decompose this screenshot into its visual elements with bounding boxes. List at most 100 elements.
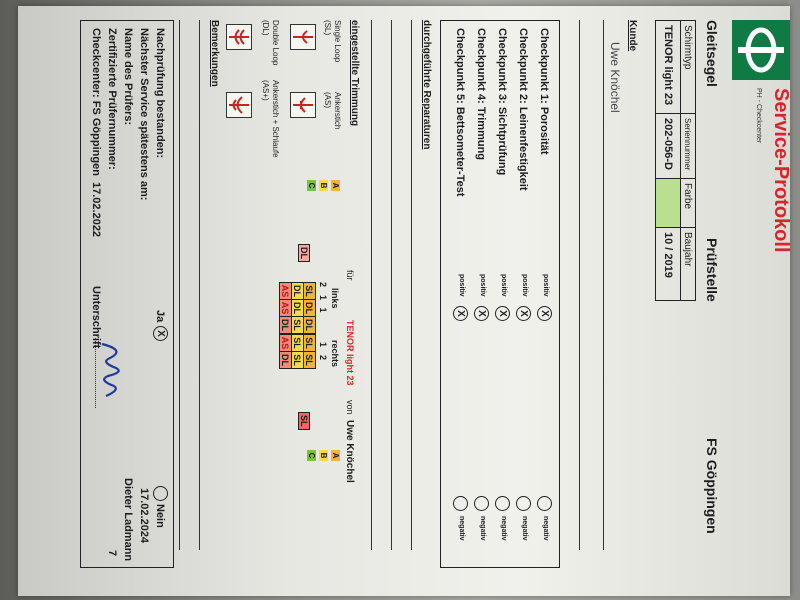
trimming-cell: SL bbox=[291, 351, 304, 369]
heading-gleitsegel: Gleitsegel bbox=[704, 20, 720, 87]
checkpoint-2-negativ-radio[interactable] bbox=[516, 496, 531, 511]
rechts-label: rechts bbox=[330, 340, 340, 368]
checkpoint-1-negativ-radio[interactable] bbox=[537, 496, 552, 511]
checkpoint-4-positiv-radio[interactable]: X bbox=[474, 306, 489, 321]
checkpoint-1-positiv-radio[interactable]: X bbox=[537, 306, 552, 321]
naechster-value: 17.02.2024 bbox=[138, 488, 150, 544]
trimming-cell: SL bbox=[291, 316, 304, 334]
heading-pruefstelle: Prüfstelle bbox=[704, 238, 720, 302]
trimming-label: eingestellte Trimmung bbox=[349, 20, 360, 127]
trimming-cell: DL bbox=[279, 351, 292, 369]
trimming-cell: AS bbox=[279, 299, 292, 317]
col-label-seriennummer: Seriennummer bbox=[680, 113, 696, 179]
bemerkungen-label: Bemerkungen bbox=[209, 20, 220, 87]
heading-fs-goeppingen: FS Göppingen bbox=[704, 438, 720, 534]
bemerkungen-line-2 bbox=[179, 20, 180, 550]
nein-checkbox[interactable] bbox=[153, 486, 168, 501]
trimming-glider: TENOR light 23 bbox=[345, 320, 355, 386]
links-label: links bbox=[330, 288, 340, 309]
nein-label: Nein bbox=[154, 504, 166, 528]
grade-b-left: B bbox=[319, 180, 328, 191]
value-schirmtyp: TENOR light 23 bbox=[655, 20, 681, 114]
checkpoint-1-negativ: negativ bbox=[542, 516, 549, 541]
col-label-baujahr: Baujahr bbox=[680, 227, 696, 301]
checkpoint-2-label: Checkpunkt 2: Leinenfestigkeit bbox=[517, 28, 529, 191]
checkpoint-4-label: Checkpunkt 4: Trimmung bbox=[475, 28, 487, 161]
pruefernummer-label: Zertifizierte Prüfernummer: bbox=[106, 28, 118, 170]
trimming-cell: SL bbox=[291, 334, 304, 352]
right-numbers: 12 bbox=[318, 342, 328, 368]
loop-single: Single Loop (SL) bbox=[322, 20, 342, 62]
value-farbe-swatch bbox=[655, 178, 681, 228]
checkpoint-1-positiv: positiv bbox=[542, 274, 549, 297]
checkcenter-label: Checkcenter: FS Göppingen bbox=[90, 28, 102, 176]
checkpoint-4-positiv: positiv bbox=[479, 274, 486, 297]
trimming-cell: SL bbox=[303, 282, 316, 300]
checkpoint-3-positiv: positiv bbox=[500, 274, 507, 297]
trimming-fuer: für bbox=[345, 270, 355, 281]
checkpoint-5-negativ-radio[interactable] bbox=[453, 496, 468, 511]
trimming-owner: Uwe Knöchel bbox=[344, 420, 355, 483]
kunde-value: Uwe Knöchel bbox=[608, 42, 622, 113]
ankerstich-schlaufe-knot-icon bbox=[226, 92, 252, 118]
trimming-cell: SL bbox=[303, 351, 316, 369]
bemerkungen-line-1 bbox=[199, 20, 200, 550]
checkpoint-4-negativ: negativ bbox=[479, 516, 486, 541]
loop-double: Double Loop (DL) bbox=[260, 20, 280, 65]
ja-label: Ja bbox=[154, 310, 166, 323]
right-num-1: 1 bbox=[318, 342, 328, 356]
left-numbers: 211 bbox=[318, 282, 328, 321]
loop-single-name: Single Loop bbox=[333, 20, 342, 63]
checkpoint-2-positiv-radio[interactable]: X bbox=[516, 306, 531, 321]
nachpruefung-label: Nachprüfung bestanden: bbox=[154, 28, 166, 159]
value-baujahr: 10 / 2019 bbox=[655, 227, 681, 301]
loop-ankerstich: Ankerstich (AS) bbox=[322, 92, 342, 129]
trimming-cell: DL bbox=[291, 299, 304, 317]
checkpoint-1-label: Checkpunkt 1: Porosität bbox=[538, 28, 550, 155]
checkpoint-3-positiv-radio[interactable]: X bbox=[495, 306, 510, 321]
ankerstich-knot-icon bbox=[290, 92, 316, 118]
paper-sheet bbox=[18, 6, 790, 596]
value-seriennummer: 202-056-D bbox=[655, 113, 681, 179]
checkcenter-value: FS Göppingen bbox=[90, 100, 102, 176]
single-loop-knot-icon bbox=[290, 24, 316, 50]
checkpoint-5-label: Checkpunkt 5: Bettsometer-Test bbox=[454, 28, 466, 197]
loop-double-name: Double Loop bbox=[271, 20, 280, 66]
pruefer-label: Name des Prüfers: bbox=[122, 28, 134, 126]
checkpoint-2-negativ: negativ bbox=[521, 516, 528, 541]
checkpoint-3-negativ: negativ bbox=[500, 516, 507, 541]
checkpoint-3-negativ-radio[interactable] bbox=[495, 496, 510, 511]
loop-ankerstich-abbr: (AS) bbox=[323, 92, 332, 108]
page-title: Service-Protokoll bbox=[770, 88, 792, 253]
naechster-label: Nächster Service spätestens am: bbox=[138, 28, 150, 201]
checkpoint-5-negativ: negativ bbox=[458, 516, 465, 541]
ja-checkbox[interactable]: X bbox=[153, 326, 168, 341]
trimming-cell: DL bbox=[303, 299, 316, 317]
right-num-2: 2 bbox=[318, 355, 328, 369]
glider-table: Schirmtyp Seriennummer Farbe Baujahr TEN… bbox=[655, 20, 696, 301]
checkpoint-4-negativ-radio[interactable] bbox=[474, 496, 489, 511]
checkpoint-2-positiv: positiv bbox=[521, 274, 528, 297]
left-num-3: 1 bbox=[318, 307, 328, 321]
signature-mark bbox=[101, 342, 120, 398]
trimming-cell: DL bbox=[291, 282, 304, 300]
repairs-line-3 bbox=[371, 20, 372, 550]
checkpoint-5-positiv-radio[interactable]: X bbox=[453, 306, 468, 321]
trimming-cell: SL bbox=[303, 334, 316, 352]
phi-logo-icon bbox=[732, 20, 790, 80]
grade-a-right: A bbox=[331, 450, 340, 461]
loop-single-abbr: (SL) bbox=[323, 20, 332, 36]
loop-ankerstich-schlaufe: Ankerstich + Schlaufe (AS+) bbox=[260, 80, 280, 158]
left-num-1: 2 bbox=[318, 282, 328, 296]
footer-date: 17.02.2022 bbox=[90, 182, 102, 238]
grade-c-right: C bbox=[307, 450, 316, 461]
trimming-cell: DL bbox=[279, 316, 292, 334]
service-protocol-form: Service-Protokoll PH - Checkcenter Gleit… bbox=[60, 20, 800, 580]
loop-double-abbr: (DL) bbox=[261, 20, 270, 36]
loop-ankerstich-name: Ankerstich bbox=[333, 92, 342, 130]
grade-c-left: C bbox=[307, 180, 316, 191]
subtitle: PH - Checkcenter bbox=[755, 88, 762, 144]
